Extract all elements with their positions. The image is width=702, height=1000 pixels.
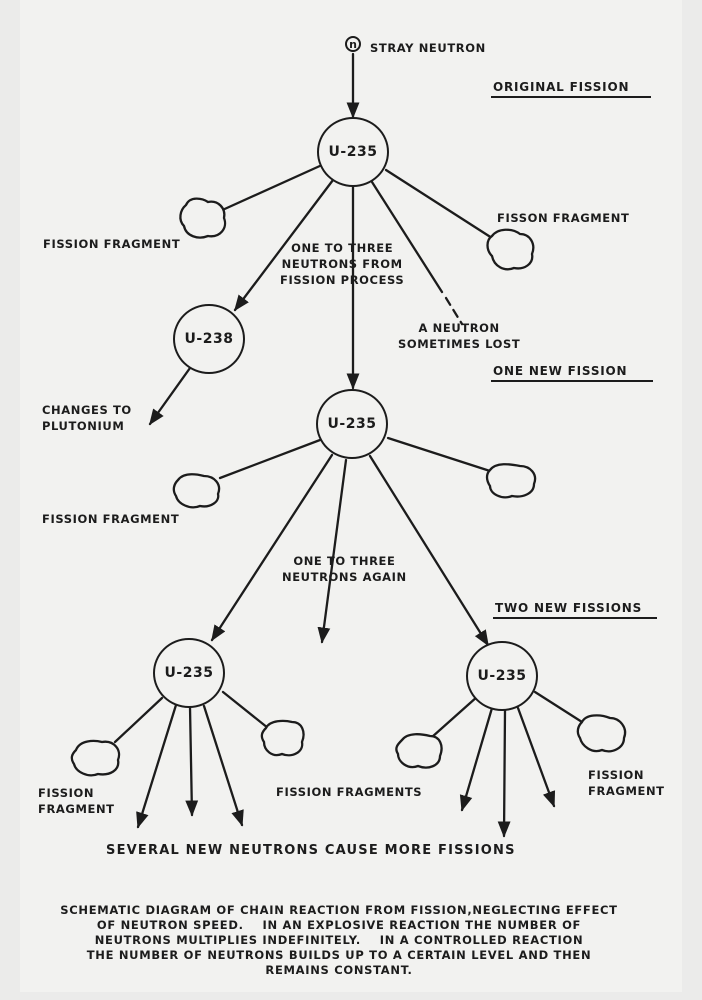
label-changes-to-plutonium: CHANGES TO PLUTONIUM bbox=[42, 403, 132, 433]
fragment-blob-bl-right bbox=[260, 719, 305, 757]
node-bottom-left-u235: U-235 bbox=[153, 638, 225, 708]
fragment-blob-top-right bbox=[486, 228, 535, 271]
edge-middle-to-fragment-right bbox=[386, 436, 492, 473]
neutron-arrow-middle-center bbox=[317, 458, 348, 644]
neutron-arrow-br-3 bbox=[516, 706, 556, 808]
fragment-blob-top-left bbox=[179, 197, 227, 239]
section-one-new-fission: ONE NEW FISSION bbox=[493, 364, 628, 378]
node-bottom-right-u235: U-235 bbox=[466, 641, 538, 711]
edge-bl-to-fragment-right bbox=[221, 690, 270, 730]
neutron-arrow-br-2 bbox=[497, 708, 511, 838]
edge-top-to-fragment-right bbox=[384, 168, 494, 240]
neutron-arrow-top-to-u238 bbox=[233, 178, 335, 312]
label-fission-fragment-bottom-left: FISSION FRAGMENT bbox=[38, 786, 115, 816]
diagram-caption: SCHEMATIC DIAGRAM OF CHAIN REACTION FROM… bbox=[60, 903, 618, 977]
neutron-arrow-bl-1 bbox=[136, 703, 178, 829]
underline-one-new-fission bbox=[491, 380, 653, 382]
node-middle-u235-label: U-235 bbox=[327, 416, 377, 432]
fragment-blob-bl-left bbox=[70, 739, 121, 777]
edge-middle-to-fragment-left bbox=[218, 438, 322, 480]
neutron-arrow-middle-to-bottom-left bbox=[210, 453, 334, 642]
edge-br-to-fragment-left bbox=[430, 694, 480, 739]
label-neutrons-again: ONE TO THREE NEUTRONS AGAIN bbox=[282, 554, 407, 584]
underline-two-new-fissions bbox=[493, 617, 657, 619]
label-neutron-lost: A NEUTRON SOMETIMES LOST bbox=[398, 321, 521, 351]
label-fission-fragment-middle: FISSION FRAGMENT bbox=[42, 512, 180, 526]
underline-original-fission bbox=[491, 96, 651, 98]
neutron-lost-dashed bbox=[444, 296, 464, 326]
label-neutrons-from-process: ONE TO THREE NEUTRONS FROM FISSION PROCE… bbox=[280, 241, 405, 287]
node-top-u235: U-235 bbox=[317, 117, 389, 187]
edge-br-to-fragment-right bbox=[533, 690, 584, 724]
label-fission-fragments-center: FISSION FRAGMENTS bbox=[276, 785, 423, 799]
stray-neutron-label: STRAY NEUTRON bbox=[370, 41, 486, 55]
node-bottom-left-u235-label: U-235 bbox=[164, 665, 214, 681]
fragment-blob-middle-left bbox=[172, 473, 221, 509]
neutron-arrow-bl-2 bbox=[185, 705, 199, 817]
fragment-blob-middle-right bbox=[485, 463, 537, 499]
fragment-blob-br-left bbox=[395, 733, 443, 769]
label-several-new-neutrons: SEVERAL NEW NEUTRONS CAUSE MORE FISSIONS bbox=[106, 843, 516, 858]
label-fission-fragment-bottom-right: FISSION FRAGMENT bbox=[588, 768, 665, 798]
node-u238-label: U-238 bbox=[184, 331, 234, 347]
section-two-new-fissions: TWO NEW FISSIONS bbox=[495, 601, 643, 615]
node-middle-u235: U-235 bbox=[316, 389, 388, 459]
node-u238: U-238 bbox=[173, 304, 245, 374]
neutron-arrow-br-1 bbox=[459, 706, 494, 812]
edge-bl-to-fragment-left bbox=[113, 696, 164, 744]
arrow-u238-to-plutonium bbox=[148, 366, 192, 426]
fragment-blob-br-right bbox=[576, 714, 627, 753]
node-bottom-right-u235-label: U-235 bbox=[477, 668, 527, 684]
neutron-arrow-bl-3 bbox=[202, 704, 244, 827]
neutron-line-lost bbox=[370, 180, 444, 294]
neutron-symbol-icon: n bbox=[345, 36, 361, 52]
label-fission-fragment-left: FISSION FRAGMENT bbox=[43, 237, 181, 251]
node-top-u235-label: U-235 bbox=[328, 144, 378, 160]
neutron-symbol-label: n bbox=[349, 37, 357, 51]
neutron-arrow-middle-to-bottom-right bbox=[368, 454, 490, 647]
edge-top-to-fragment-left bbox=[216, 163, 324, 214]
section-original-fission: ORIGINAL FISSION bbox=[493, 80, 630, 94]
label-fisson-fragment-right: FISSON FRAGMENT bbox=[497, 211, 630, 225]
